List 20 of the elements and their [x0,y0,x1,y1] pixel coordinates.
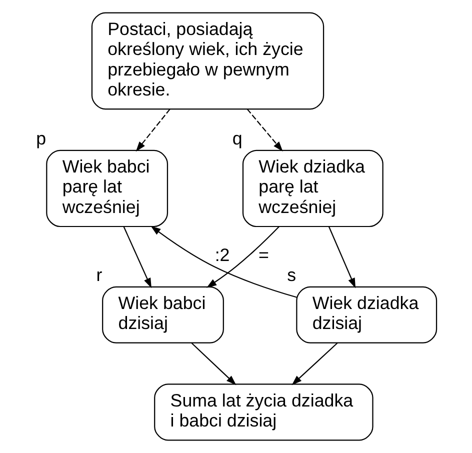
node-label: p [36,128,46,149]
node-box: Wiek babci dzisiaj [102,286,224,344]
arrow [191,342,236,386]
arrow [150,226,297,298]
arrow [328,226,356,288]
edge-label: :2 [214,244,230,265]
node-box: Wiek dziadka dzisiaj [296,286,438,344]
node-box: Suma lat życia dziadka i babci dzisiaj [154,384,374,441]
arrow [292,342,338,386]
arrow [136,108,170,152]
arrow [206,226,280,288]
arrow [123,226,152,288]
node-label: s [287,265,296,286]
arrow [246,108,283,152]
node-label: q [232,128,242,149]
node-label: r [96,265,102,286]
node-box: Wiek babci parę lat wcześniej [46,150,168,228]
node-box: Postaci, posiadają określony wiek, ich życie przebiegało w pewnym okresie. [91,12,324,110]
node-box: Wiek dziadka parę lat wcześniej [242,150,384,228]
edge-label: = [258,244,269,265]
